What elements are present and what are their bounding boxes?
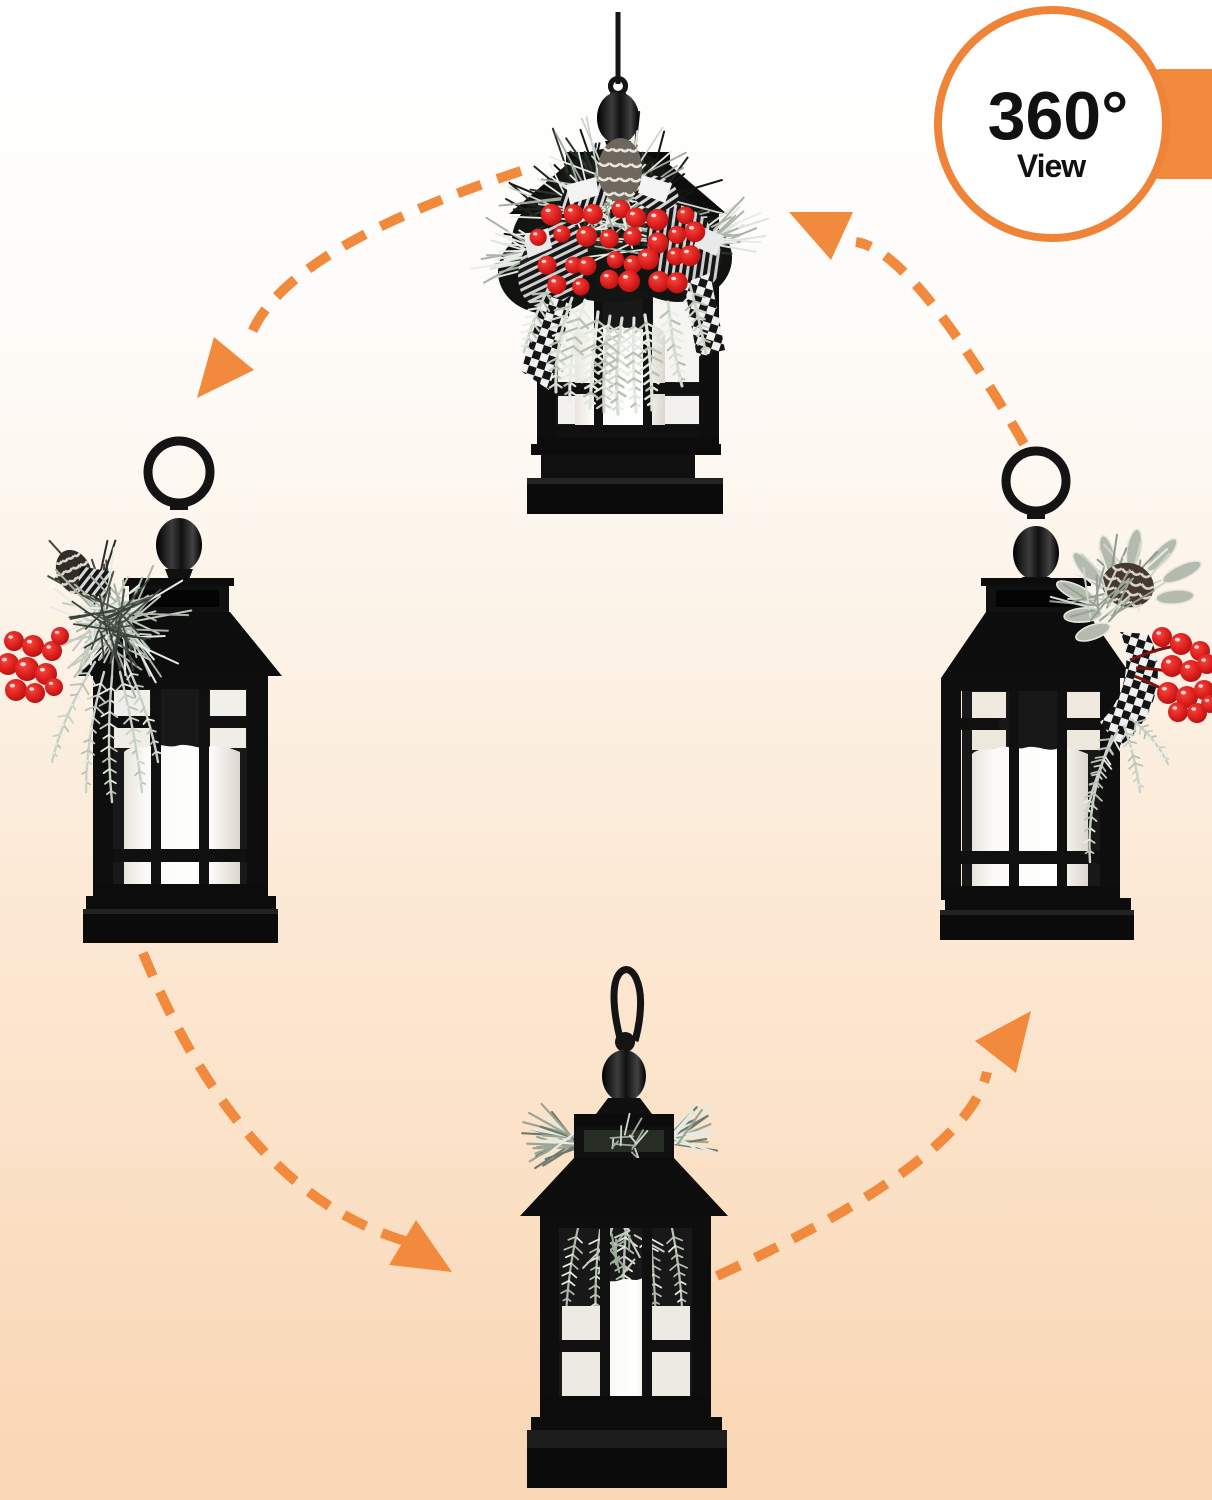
svg-text:View: View xyxy=(1017,148,1086,184)
svg-text:360°: 360° xyxy=(988,78,1129,154)
